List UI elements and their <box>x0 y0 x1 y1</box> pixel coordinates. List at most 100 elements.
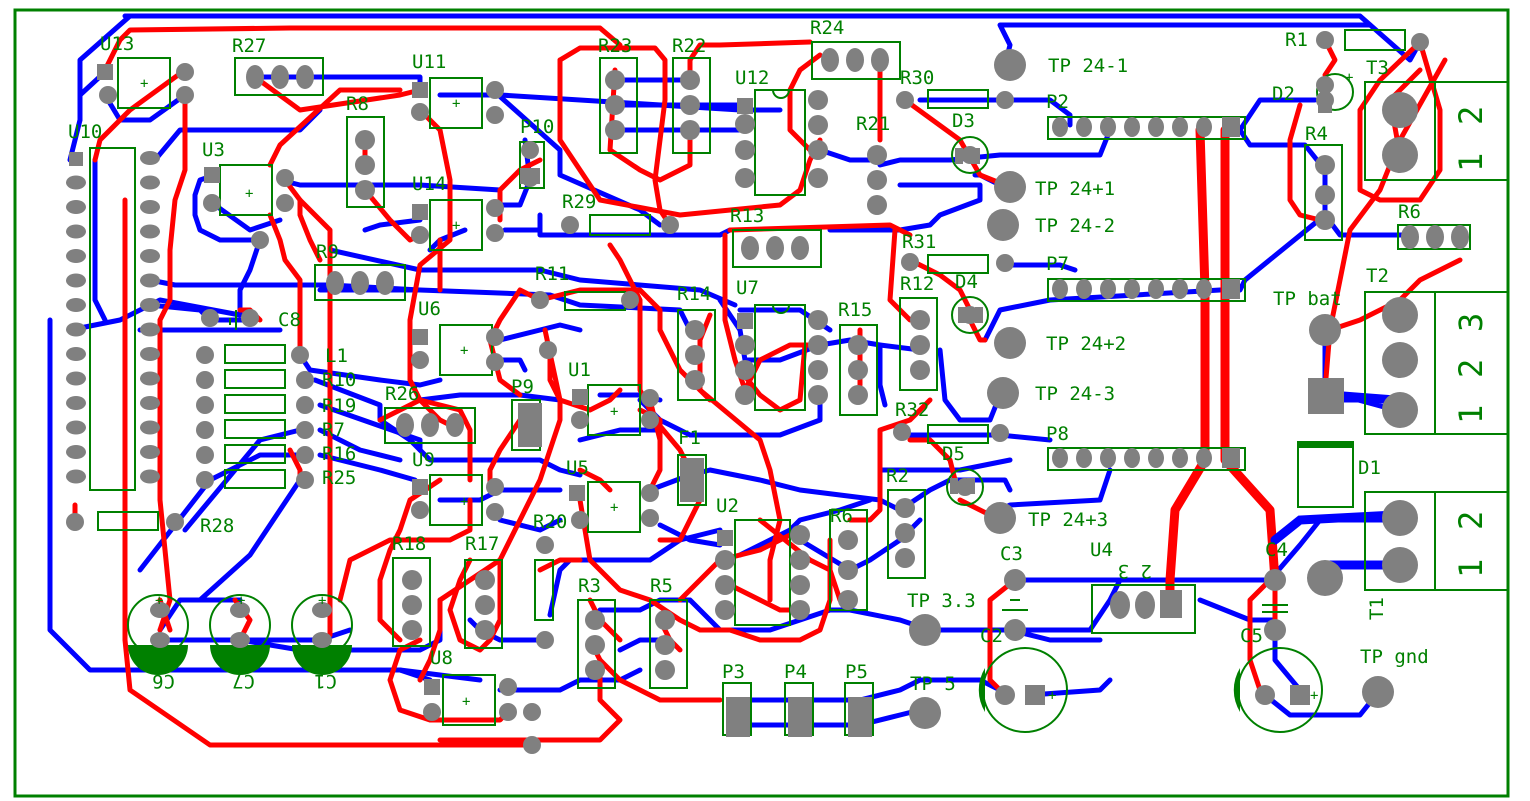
pad-oval <box>66 298 86 312</box>
label-R18: R18 <box>392 533 426 555</box>
svg-text:+: + <box>318 593 326 609</box>
pad <box>196 471 214 489</box>
pad <box>790 550 810 570</box>
pad <box>808 360 828 380</box>
label-U10: U10 <box>68 121 102 143</box>
tp-label-24m2: TP 24-2 <box>1035 215 1115 237</box>
svg-text:+: + <box>610 404 618 420</box>
pad <box>1316 76 1334 94</box>
pad-oval <box>66 200 86 214</box>
label-R23: R23 <box>598 35 632 57</box>
pad-oval <box>446 413 464 437</box>
bottom-power-traces <box>1270 390 1400 570</box>
pad <box>276 169 294 187</box>
label-F1: F1 <box>678 427 701 449</box>
pad <box>1004 619 1026 641</box>
pad-oval <box>1052 448 1068 468</box>
pad <box>486 81 504 99</box>
label-C4: C4 <box>1265 539 1288 561</box>
label-D4: D4 <box>955 271 978 293</box>
label-T2: T2 <box>1366 265 1389 287</box>
pad-oval <box>66 445 86 459</box>
pad <box>685 345 705 365</box>
pad <box>1382 137 1418 173</box>
tp-label-24p2: TP 24+2 <box>1046 333 1126 355</box>
pad <box>735 385 755 405</box>
pad-square <box>1025 685 1045 705</box>
pad-square <box>1318 105 1332 113</box>
pad <box>641 509 659 527</box>
svg-text:+: + <box>452 96 460 112</box>
pad <box>901 253 919 271</box>
pad-oval <box>66 175 86 190</box>
pad-square <box>972 148 980 164</box>
pad <box>411 351 429 369</box>
pad-oval <box>1148 279 1164 299</box>
pad <box>987 209 1019 241</box>
pad <box>838 530 858 550</box>
label-R3: R3 <box>578 575 601 597</box>
label-R17: R17 <box>465 533 499 555</box>
pad-square <box>737 313 753 329</box>
tp-label-gnd: TP gnd <box>1360 646 1429 668</box>
pad-square <box>955 148 963 164</box>
pad <box>895 548 915 568</box>
t3-pin1: 1 <box>1452 153 1490 172</box>
pad-oval <box>1135 591 1155 619</box>
pad-oval <box>66 322 86 337</box>
pad <box>808 90 828 110</box>
pad <box>571 411 589 429</box>
pad-oval <box>66 420 86 435</box>
pad-square <box>680 458 704 502</box>
pads <box>66 31 1469 754</box>
pad <box>641 389 659 407</box>
pad <box>402 620 422 640</box>
pad-oval <box>1172 279 1188 299</box>
label-U3: U3 <box>202 139 225 161</box>
label-R8: R8 <box>346 93 369 115</box>
label-D2: D2 <box>1272 83 1295 105</box>
pad <box>196 396 214 414</box>
pad <box>848 385 868 405</box>
label-R21: R21 <box>856 113 890 135</box>
label-R24: R24 <box>810 17 844 39</box>
pad <box>531 291 549 309</box>
pad-square <box>975 307 983 323</box>
label-P8: P8 <box>1046 423 1069 445</box>
label-C3: C3 <box>1000 543 1023 565</box>
pad <box>896 91 914 109</box>
pad <box>605 70 625 90</box>
pad <box>910 310 930 330</box>
pad <box>1264 569 1286 591</box>
pad-oval <box>1076 279 1092 299</box>
pad <box>641 411 659 429</box>
label-R14: R14 <box>677 283 711 305</box>
pad <box>561 216 579 234</box>
svg-text:+: + <box>140 76 148 92</box>
pad-square <box>950 478 958 494</box>
pad-oval <box>1100 117 1116 137</box>
pad <box>411 226 429 244</box>
pad <box>715 550 735 570</box>
t2-pin1: 1 <box>1452 405 1490 424</box>
label-C1: C1 <box>314 670 337 692</box>
label-R10: R10 <box>322 369 356 391</box>
pad-oval <box>312 632 332 648</box>
pad-oval <box>66 469 86 484</box>
label-T1: T1 <box>1366 597 1388 620</box>
label-P9: P9 <box>511 376 534 398</box>
pad-oval <box>1052 117 1068 137</box>
pad <box>895 498 915 518</box>
pad <box>808 140 828 160</box>
pad <box>1362 676 1394 708</box>
label-C5: C5 <box>1240 625 1263 647</box>
pad-square <box>1222 117 1240 137</box>
pad <box>808 168 828 188</box>
svg-text:+: + <box>1310 688 1318 704</box>
pad <box>838 560 858 580</box>
pad <box>196 371 214 389</box>
pad <box>571 511 589 529</box>
svg-text:+: + <box>245 186 253 202</box>
tp-label-24p1: TP 24+1 <box>1035 178 1115 200</box>
